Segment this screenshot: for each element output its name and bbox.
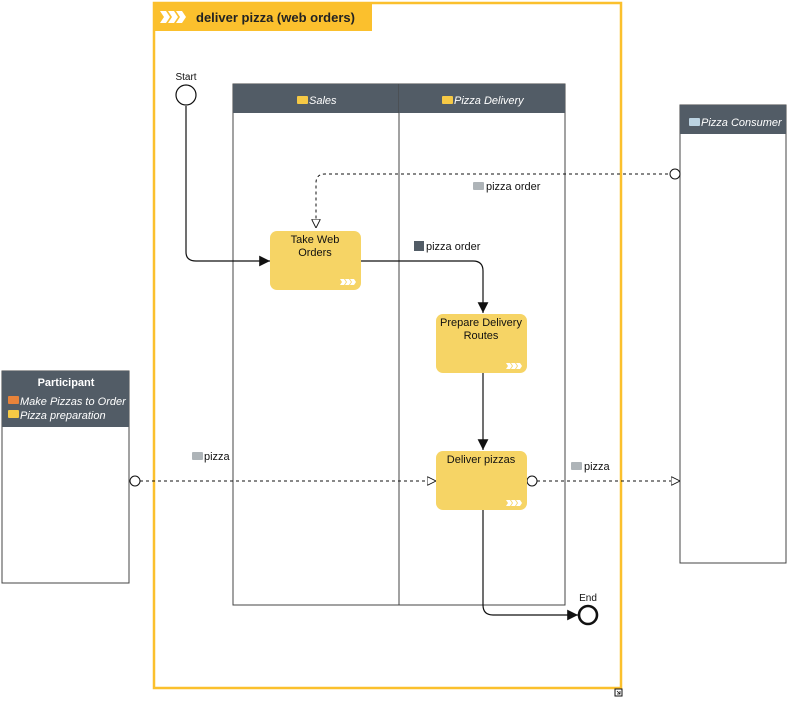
end-event[interactable]: End — [577, 593, 599, 626]
process-title: deliver pizza (web orders) — [196, 10, 355, 25]
message-source-deliver — [526, 475, 538, 487]
participant-item-pizza-preparation[interactable]: Pizza preparation — [20, 410, 106, 422]
participant-item-make-pizzas[interactable]: Make Pizzas to Order — [20, 396, 127, 408]
lane-label-sales: Sales — [309, 95, 337, 107]
participant-pool[interactable]: Participant Make Pizzas to Order Pizza p… — [1, 370, 130, 584]
label-consumer-order: pizza order — [486, 181, 541, 193]
participant-title: Participant — [38, 377, 95, 389]
process-icon — [160, 11, 186, 23]
label-web-order: pizza order — [426, 241, 481, 253]
process-container[interactable]: deliver pizza (web orders) — [152, 1, 623, 690]
process-icon — [340, 279, 356, 285]
lane-sales[interactable]: Sales — [232, 83, 400, 606]
sequence-flows — [185, 106, 578, 621]
expand-icon[interactable] — [614, 688, 623, 697]
process-title-bar — [154, 3, 372, 31]
message-consumer-to-take[interactable] — [316, 173, 674, 228]
task-label-line: Deliver pizzas — [447, 454, 516, 466]
task-take-web-orders[interactable]: Take Web Orders — [270, 231, 361, 290]
folder-icon — [689, 118, 700, 126]
folder-icon — [8, 410, 19, 418]
flow-start-to-take[interactable] — [185, 106, 270, 267]
message-flows — [129, 168, 681, 487]
process-icon — [506, 500, 522, 506]
task-label-line: Routes — [464, 330, 499, 342]
consumer-pool[interactable]: Pizza Consumer — [679, 104, 787, 564]
process-icon — [8, 396, 19, 404]
message-source-participant — [129, 475, 141, 487]
lane-header-pizza-delivery — [399, 84, 565, 113]
task-label-line: Orders — [298, 247, 332, 259]
end-label: End — [579, 593, 597, 604]
envelope-icon — [571, 462, 582, 470]
task-deliver-pizzas[interactable]: Deliver pizzas — [436, 451, 527, 510]
flow-deliver-to-end[interactable] — [482, 510, 578, 621]
folder-icon — [297, 96, 308, 104]
message-source-consumer — [669, 168, 681, 180]
envelope-icon — [473, 182, 484, 190]
lane-pizza-delivery[interactable]: Pizza Delivery — [398, 83, 566, 606]
start-label: Start — [175, 72, 196, 83]
task-label-line: Prepare Delivery — [440, 317, 522, 329]
consumer-label: Pizza Consumer — [701, 117, 783, 129]
task-prepare-delivery-routes[interactable]: Prepare Delivery Routes — [436, 314, 527, 373]
process-icon — [506, 363, 522, 369]
start-event[interactable]: Start — [175, 72, 197, 106]
folder-icon — [442, 96, 453, 104]
data-labels: pizza order pizza order pizza pizza — [192, 181, 611, 473]
task-label-line: Take Web — [291, 234, 340, 246]
envelope-icon — [192, 452, 203, 460]
label-pizza-out: pizza — [584, 461, 611, 473]
participant-header — [2, 371, 129, 427]
document-icon — [414, 241, 424, 251]
label-pizza-in: pizza — [204, 451, 231, 463]
flow-take-to-prepare[interactable] — [361, 260, 489, 313]
lane-header-sales — [233, 84, 399, 113]
lane-label-pizza-delivery: Pizza Delivery — [454, 95, 525, 107]
